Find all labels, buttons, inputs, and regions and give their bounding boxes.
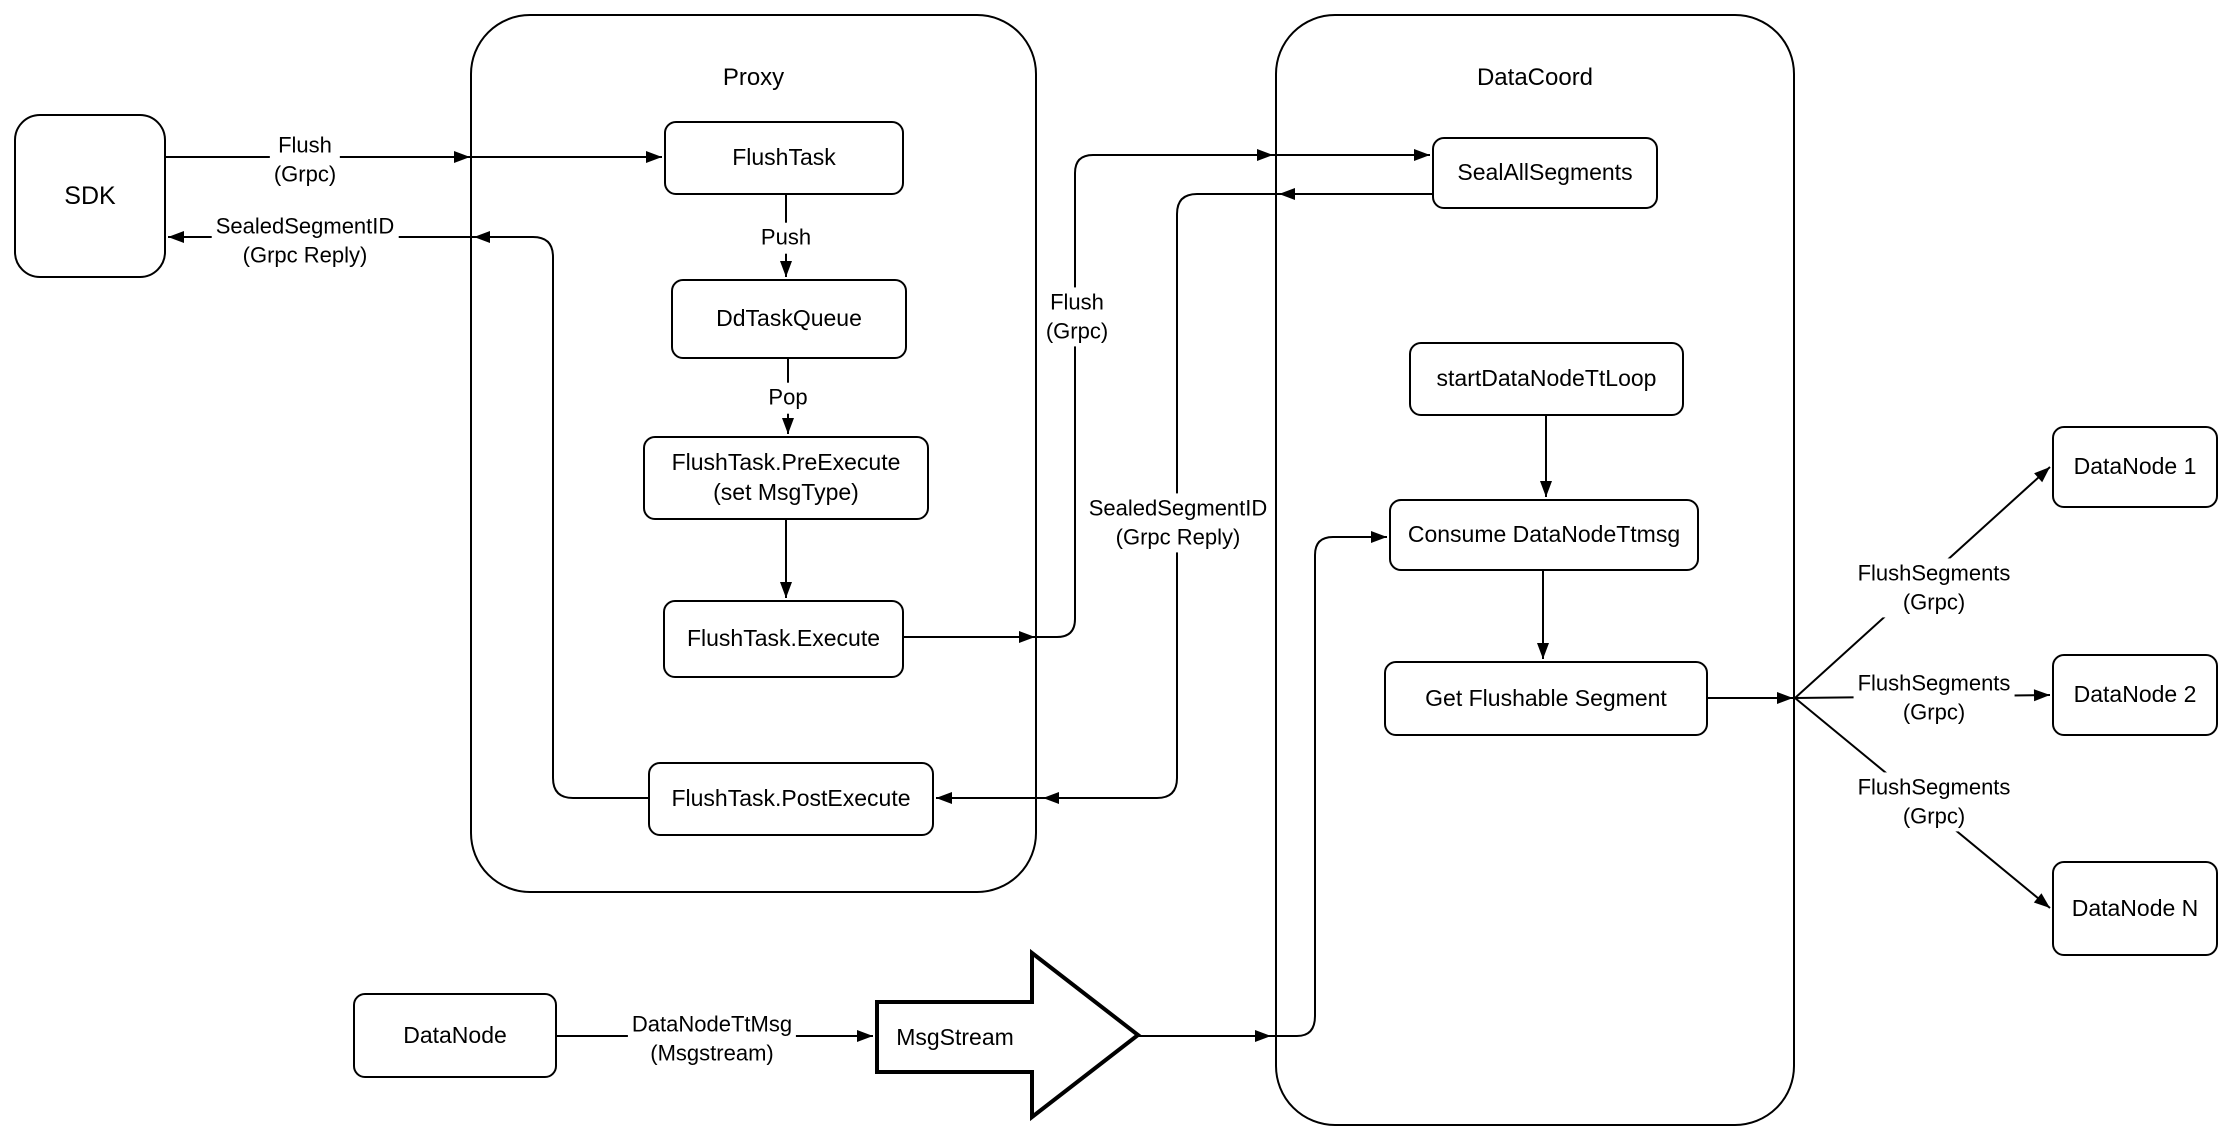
edge-label-flushsegments-1: FlushSegments (Grpc) [1853, 558, 2015, 618]
node-datanode-n: DataNode N [2052, 861, 2218, 956]
node-consume-datanodettmsg: Consume DataNodeTtmsg [1389, 499, 1699, 571]
node-ddtaskqueue: DdTaskQueue [671, 279, 907, 359]
edge-proxy-edge-to-datacoord [1035, 149, 1273, 638]
node-datanode-2: DataNode 2 [2052, 654, 2218, 736]
edge-postexecute-to-proxy-edge [474, 231, 648, 799]
node-flushtask: FlushTask [664, 121, 904, 195]
edge-label-datanodettmsg: DataNodeTtMsg (Msgstream) [627, 1009, 797, 1069]
edge-label-flush-grpc-sdk: Flush (Grpc) [269, 130, 341, 190]
node-sdk: SDK [14, 114, 166, 278]
msgstream-arrow-shape [875, 948, 1142, 1122]
datacoord-container-title: DataCoord [1476, 64, 1594, 91]
edge-datacoord-edge-to-consume [1271, 531, 1387, 1037]
node-get-flushable-segment: Get Flushable Segment [1384, 661, 1708, 736]
edge-label-flushsegments-2: FlushSegments (Grpc) [1853, 668, 2015, 728]
node-datanode: DataNode [353, 993, 557, 1078]
node-flushtask-postexecute: FlushTask.PostExecute [648, 762, 934, 836]
datacoord-container [1275, 14, 1795, 1126]
edge-label-push: Push [756, 222, 816, 254]
edge-label-pop: Pop [764, 382, 812, 414]
edge-label-flush-grpc-datacoord: Flush (Grpc) [1041, 287, 1113, 347]
node-startdatanodettloop: startDataNodeTtLoop [1409, 342, 1684, 416]
node-flushtask-preexecute: FlushTask.PreExecute (set MsgType) [643, 436, 929, 520]
edge-label-sealedsegmentid-sdk: SealedSegmentID (Grpc Reply) [211, 211, 399, 271]
msgstream-label: MsgStream [896, 1023, 1014, 1050]
node-flushtask-execute: FlushTask.Execute [663, 600, 904, 678]
node-datanode-1: DataNode 1 [2052, 426, 2218, 508]
proxy-container-title: Proxy [722, 64, 785, 91]
node-sealallsegments: SealAllSegments [1432, 137, 1658, 209]
edge-label-flushsegments-3: FlushSegments (Grpc) [1853, 772, 2015, 832]
proxy-container [470, 14, 1037, 893]
edge-label-sealedsegmentid-datacoord: SealedSegmentID (Grpc Reply) [1084, 493, 1272, 553]
